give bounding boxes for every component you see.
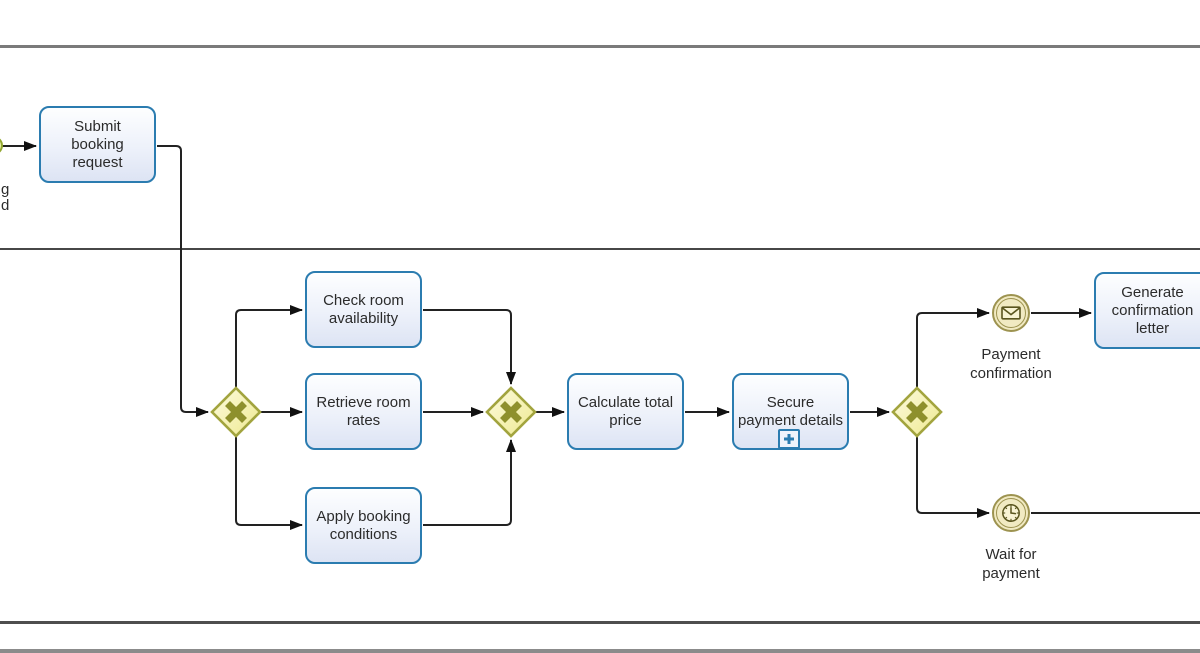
task-submit-booking-request[interactable]: Submit booking request: [39, 106, 156, 183]
task-label: Submit booking request: [71, 117, 124, 171]
subprocess-plus-marker-icon[interactable]: [778, 429, 800, 449]
task-label: Apply booking conditions: [316, 507, 411, 543]
task-generate-confirmation-letter[interactable]: Generate confirmation letter: [1094, 272, 1200, 349]
flow-submit-to-gateway1: [157, 145, 209, 417]
envelope-icon: [1001, 306, 1021, 320]
flow-gateway3-to-timer: [916, 437, 990, 518]
pool-top-line: [0, 45, 1200, 48]
task-calculate-total-price[interactable]: Calculate total price: [567, 373, 684, 450]
start-event-label-fragment: g d: [1, 181, 10, 214]
task-label: Secure payment details: [737, 393, 844, 429]
x-symbol-icon: [906, 401, 928, 423]
message-event-label: Payment confirmation: [970, 346, 1052, 382]
flow-check-to-gateway2: [423, 309, 516, 385]
pool-bottom-line: [0, 649, 1200, 653]
flow-apply-to-gateway2: [423, 439, 516, 526]
clock-icon: [1002, 504, 1020, 522]
event-inner-ring: [996, 298, 1026, 328]
event-inner-ring: [996, 498, 1026, 528]
task-check-room-availability[interactable]: Check room availability: [305, 271, 422, 348]
exclusive-gateway-payment[interactable]: [891, 386, 943, 438]
lane-divider-line: [0, 248, 1200, 250]
exclusive-gateway-split[interactable]: [210, 386, 262, 438]
task-label: Calculate total price: [577, 393, 674, 429]
message-catch-event[interactable]: [992, 294, 1030, 332]
x-symbol-icon: [500, 401, 522, 423]
lane-bottom-line: [0, 621, 1200, 624]
flow-gateway1-to-check: [235, 305, 303, 387]
timer-event-label: Wait for payment: [982, 546, 1040, 582]
subprocess-secure-payment-details[interactable]: Secure payment details: [732, 373, 849, 450]
task-label: Generate confirmation letter: [1111, 283, 1194, 337]
task-label: Check room availability: [323, 291, 404, 327]
task-retrieve-room-rates[interactable]: Retrieve room rates: [305, 373, 422, 450]
task-apply-booking-conditions[interactable]: Apply booking conditions: [305, 487, 422, 564]
flow-gateway1-to-apply: [235, 437, 303, 530]
x-symbol-icon: [225, 401, 247, 423]
task-label: Retrieve room rates: [316, 393, 411, 429]
start-event[interactable]: [0, 136, 3, 155]
exclusive-gateway-join[interactable]: [485, 386, 537, 438]
timer-catch-event[interactable]: [992, 494, 1030, 532]
